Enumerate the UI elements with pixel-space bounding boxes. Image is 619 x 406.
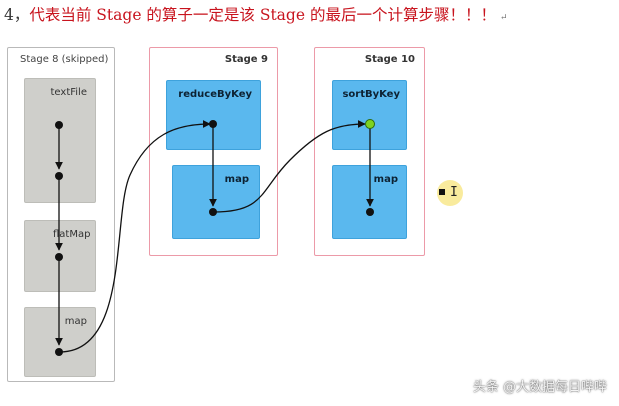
edge-shuffle-to-reducebykey bbox=[59, 120, 211, 353]
rdd-map-stage-9[interactable]: map bbox=[172, 165, 260, 239]
rdd-map-stage-10-label: map bbox=[373, 174, 398, 185]
node-map-stage-10 bbox=[366, 208, 374, 216]
rdd-flatmap-label: flatMap bbox=[53, 229, 91, 240]
node-map-stage-8 bbox=[55, 348, 63, 356]
heading-text: 代表当前 Stage 的算子一定是该 Stage 的最后一个计算步骤！！！ bbox=[29, 6, 496, 24]
page-heading: 4，代表当前 Stage 的算子一定是该 Stage 的最后一个计算步骤！！！↵ bbox=[4, 2, 616, 28]
node-reducebykey bbox=[209, 120, 217, 128]
node-flatmap bbox=[55, 253, 63, 261]
rdd-textfile-label: textFile bbox=[50, 87, 87, 98]
edge-shuffle-to-sortbykey bbox=[213, 120, 366, 213]
text-cursor-icon: I bbox=[450, 185, 458, 200]
node-sortbykey-highlighted bbox=[365, 119, 375, 129]
cursor-marker-icon bbox=[439, 189, 445, 195]
mouse-cursor-highlight: I bbox=[437, 180, 463, 206]
rdd-reducebykey-label: reduceByKey bbox=[178, 89, 252, 100]
stage-9[interactable]: Stage 9 bbox=[149, 47, 278, 256]
rdd-map-stage-8[interactable]: map bbox=[24, 307, 96, 377]
stage-10[interactable]: Stage 10 bbox=[314, 47, 425, 256]
rdd-sortbykey-label: sortByKey bbox=[342, 89, 400, 100]
node-map-stage-9 bbox=[209, 208, 217, 216]
node-textfile bbox=[55, 121, 63, 129]
node-textfile-out bbox=[55, 172, 63, 180]
rdd-map-stage-8-label: map bbox=[64, 316, 87, 327]
rdd-textfile[interactable]: textFile bbox=[24, 78, 96, 203]
rdd-map-stage-9-label: map bbox=[224, 174, 249, 185]
paragraph-mark-icon: ↵ bbox=[499, 13, 508, 23]
heading-number: 4， bbox=[4, 6, 30, 24]
stage-9-title: Stage 9 bbox=[224, 54, 268, 65]
stage-8-title: Stage 8 (skipped) bbox=[20, 54, 109, 65]
watermark: 头条 @大数据每日哔哔 bbox=[472, 380, 607, 395]
stage-10-title: Stage 10 bbox=[364, 54, 415, 65]
